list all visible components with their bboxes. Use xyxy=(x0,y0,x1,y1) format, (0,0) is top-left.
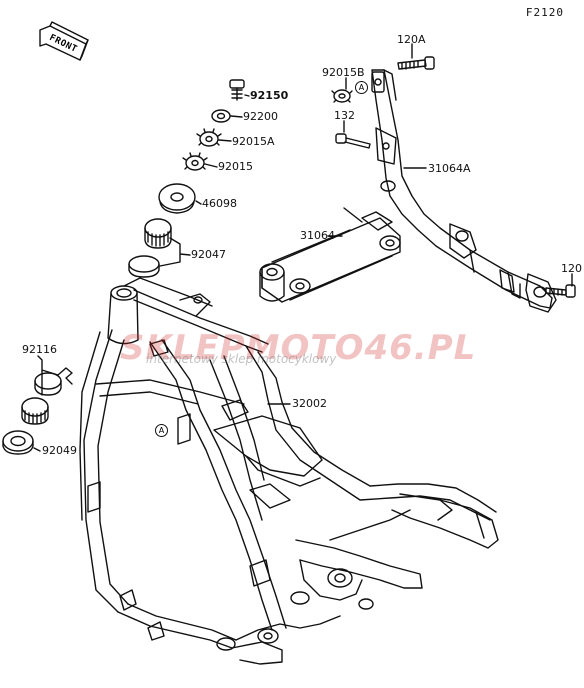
bearing-92116 xyxy=(21,397,49,425)
leader-92015A xyxy=(218,139,232,142)
race-92116 xyxy=(34,372,62,396)
part-label-92015: 92015 xyxy=(218,160,253,173)
part-label-92150: 92150 xyxy=(250,89,289,102)
bracket-31064A xyxy=(371,69,557,313)
bolt-120A xyxy=(397,56,435,70)
reference-marker-a-frame: A xyxy=(155,424,168,437)
part-label-46098: 46098 xyxy=(202,197,237,210)
leader-46098 xyxy=(195,200,202,205)
nut-92015B xyxy=(331,89,353,103)
leader-92015 xyxy=(204,163,218,168)
part-label-120: 120 xyxy=(561,262,582,275)
part-label-31064A: 31064A xyxy=(428,162,471,175)
bolt-132 xyxy=(335,133,371,149)
part-label-32002: 32002 xyxy=(292,397,327,410)
part-label-31064: 31064 xyxy=(300,229,335,242)
nut-92015A xyxy=(196,128,222,147)
leader-92200 xyxy=(230,115,243,118)
washer-92200 xyxy=(211,109,231,123)
watermark-text: SKLEPMOTO46.PL xyxy=(120,328,477,368)
part-label-132: 132 xyxy=(334,109,355,122)
nut-92015 xyxy=(182,152,208,171)
seal-92049 xyxy=(2,430,34,455)
main-frame-32002 xyxy=(79,277,499,665)
bolt-92150 xyxy=(229,79,245,101)
watermark-subtext: internetowy sklep motocyklowy xyxy=(146,352,337,366)
part-label-92049: 92049 xyxy=(42,444,77,457)
bearing-92047 xyxy=(144,218,172,249)
part-label-120A: 120A xyxy=(397,33,426,46)
diagram-code: F2120 xyxy=(525,6,564,19)
leader-92049 xyxy=(33,447,41,452)
reference-marker-a: A xyxy=(355,81,368,94)
part-label-92116: 92116 xyxy=(22,343,57,356)
part-label-92015B: 92015B xyxy=(322,66,365,79)
leader-92047 xyxy=(159,237,191,267)
leader-92150 xyxy=(244,94,250,97)
race-92047 xyxy=(128,255,160,278)
seal-46098 xyxy=(158,183,196,214)
part-label-92015A: 92015A xyxy=(232,135,275,148)
part-label-92200: 92200 xyxy=(243,110,278,123)
leader-92116 xyxy=(37,355,73,396)
part-label-92047: 92047 xyxy=(191,248,226,261)
front-arrow xyxy=(39,21,89,61)
bolt-120 xyxy=(545,284,576,298)
mount-31064 xyxy=(259,207,401,303)
